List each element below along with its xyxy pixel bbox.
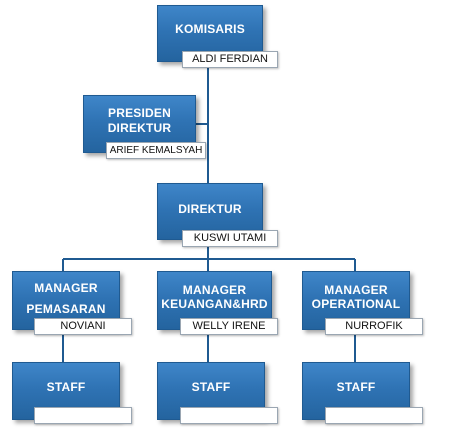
- node-name-komisaris: ALDI FERDIAN: [182, 51, 278, 68]
- node-name-direktur: KUSWI UTAMI: [182, 230, 278, 247]
- node-title: STAFF: [336, 380, 376, 394]
- node-title-line2: PEMASARAN: [26, 302, 106, 316]
- node-title-line1: MANAGER: [34, 281, 98, 295]
- node-title: STAFF: [46, 380, 86, 394]
- node-title-line1: PRESIDEN: [108, 106, 171, 120]
- node-title: DIREKTUR: [178, 202, 242, 216]
- node-title-line1: MANAGER: [182, 283, 247, 297]
- node-title-line2: DIREKTUR: [107, 121, 172, 135]
- node-name-pemasaran: NOVIANI: [34, 318, 132, 335]
- node-name-presiden: ARIEF KEMALSYAH: [106, 142, 206, 159]
- node-title-line2: KEUANGAN&HRD: [161, 297, 268, 311]
- node-title: STAFF: [191, 380, 231, 394]
- node-name-operational: NURROFIK: [325, 318, 423, 335]
- node-name-keuangan: WELLY IRENE: [180, 318, 278, 335]
- node-name-staff-1: [34, 407, 132, 424]
- node-title-line1: MANAGER: [324, 283, 388, 297]
- node-name-staff-3: [325, 407, 423, 424]
- node-name-staff-2: [180, 407, 278, 424]
- node-title: KOMISARIS: [175, 22, 245, 36]
- node-title-line2: OPERATIONAL: [311, 297, 401, 311]
